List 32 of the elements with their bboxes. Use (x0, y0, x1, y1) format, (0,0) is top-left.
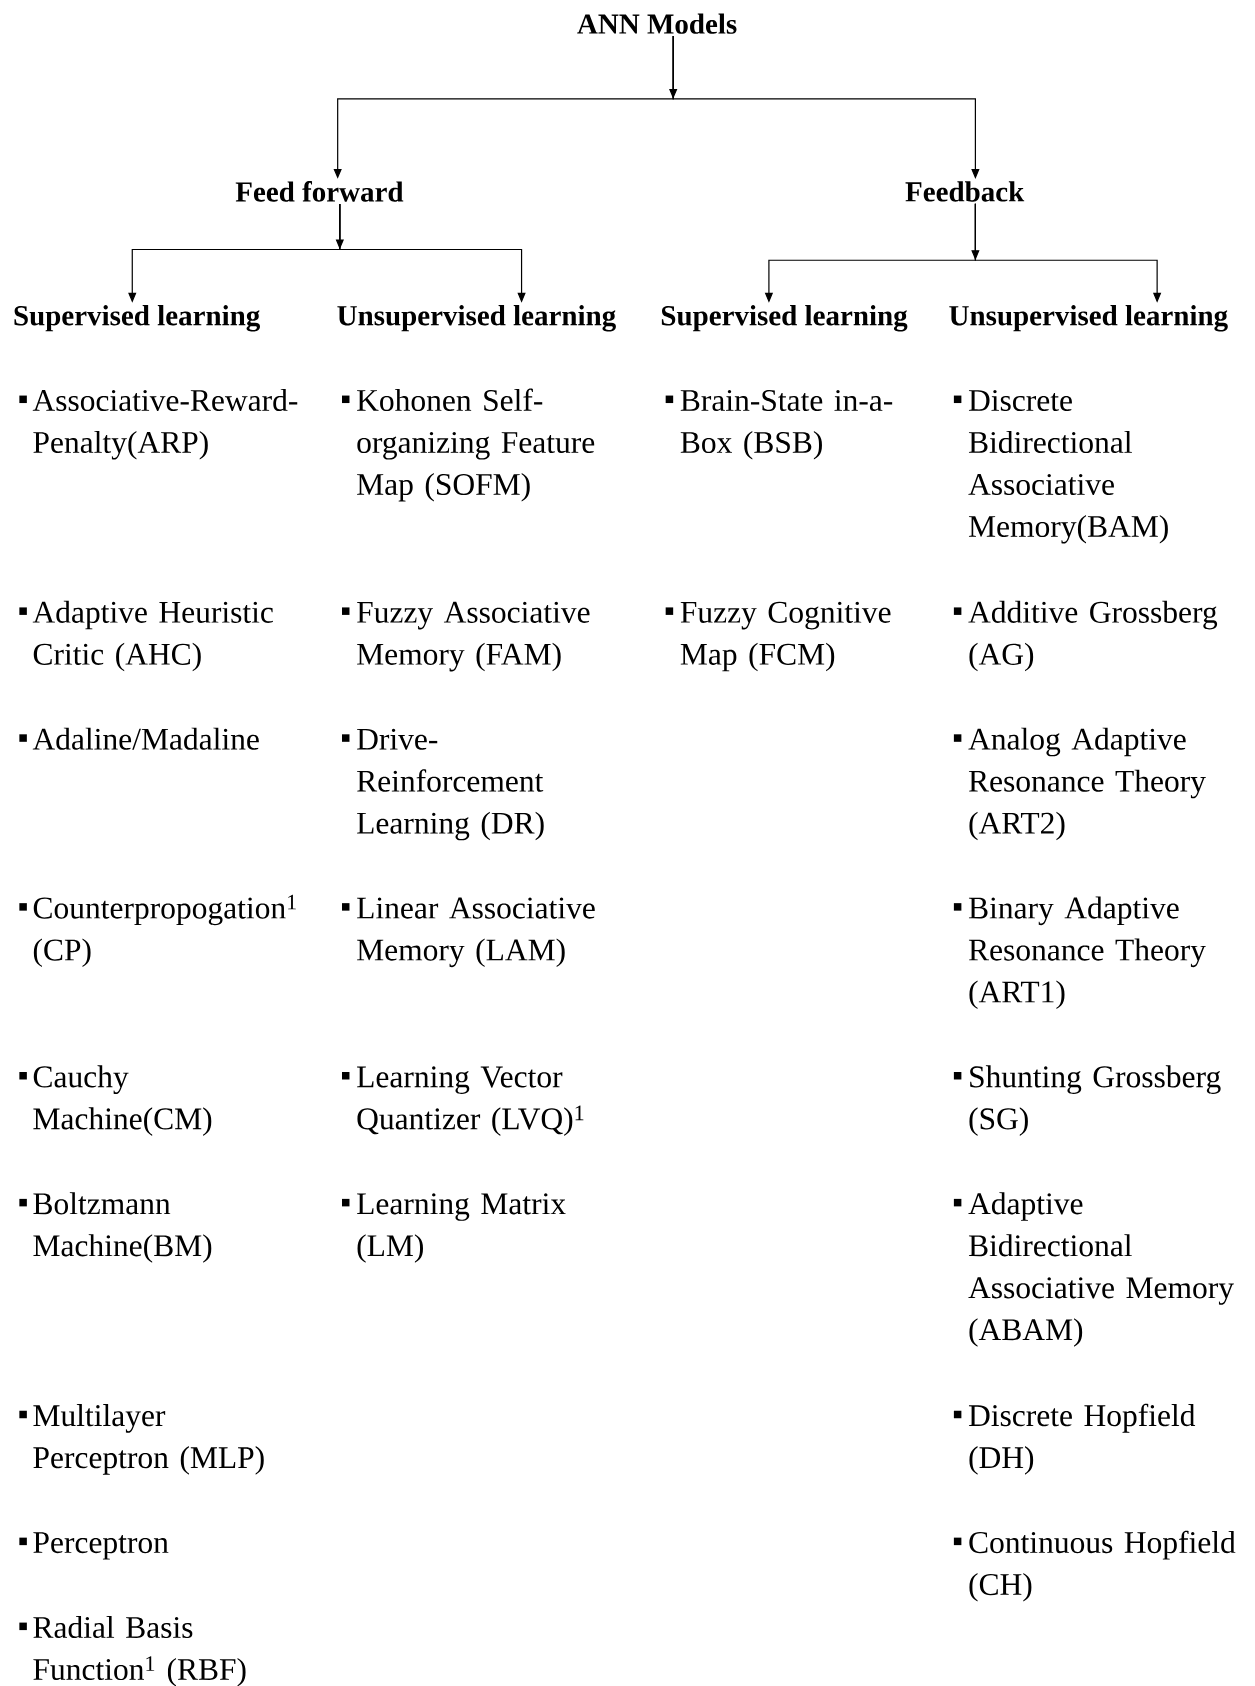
column-heading: Unsupervised learning (949, 305, 1228, 332)
column-heading: Supervised learning (661, 305, 908, 332)
category-heading: Feedback (905, 181, 1025, 202)
list-item: Analog Adaptive Resonance Theory (ART2) (953, 727, 1206, 841)
list-item: Fuzzy Cognitive Map (FCM) (665, 601, 891, 672)
list-item: Shunting Grossberg (SG) (953, 1065, 1221, 1136)
list-item: Adaline/Madaline (19, 727, 259, 750)
list-item: Cauchy Machine(CM) (19, 1065, 212, 1136)
list-item: Counterpropogation$^{1}$ (CP) (19, 894, 296, 968)
list-item: Associative-Reward-Penalty(ARP) (19, 388, 298, 460)
main-heading: ANN Models (577, 13, 737, 34)
list-item: Kohonen Self-organizing Feature Map (SOFM) (342, 388, 595, 502)
list-item: Binary Adaptive Resonance Theory (ART1) (953, 896, 1206, 1010)
list-item: Discrete Bidirectional Associative Memory(BAM) (953, 389, 1168, 544)
list-item: Fuzzy Associative Memory (FAM) (342, 601, 590, 672)
list-item: Continuous Hopfield (CH) (953, 1530, 1236, 1602)
list-item: Learning Matrix (LM) (342, 1193, 566, 1263)
list-item: Linear Associative Memory (LAM) (342, 897, 595, 968)
list-item: Adaptive Heuristic Critic (AHC) (19, 600, 273, 672)
list-item: Additive Grossberg (AG) (953, 600, 1218, 672)
list-item: Brain-State in-a-Box (BSB) (665, 389, 893, 460)
column-heading: Supervised learning (14, 305, 260, 332)
list-item: Radial Basis Function$^{1}$ (RBF) (19, 1615, 246, 1686)
list-item: Learning Vector Quantizer (LVQ)$^{1}$ (342, 1066, 584, 1136)
category-heading: Feed forward (235, 181, 404, 202)
column-heading: Unsupervised learning (337, 305, 616, 332)
list-item: Boltzmann Machine(BM) (19, 1192, 212, 1263)
list-item: Discrete Hopfield (DH) (953, 1403, 1196, 1475)
list-item: Drive-Reinforcement Learning (DR) (342, 728, 544, 841)
list-item: Adaptive Bidirectional Associative Memory (ABAM) (953, 1192, 1234, 1347)
list-item: Perceptron (19, 1532, 169, 1560)
list-item: Multilayer Perceptron (MLP) (19, 1404, 264, 1475)
